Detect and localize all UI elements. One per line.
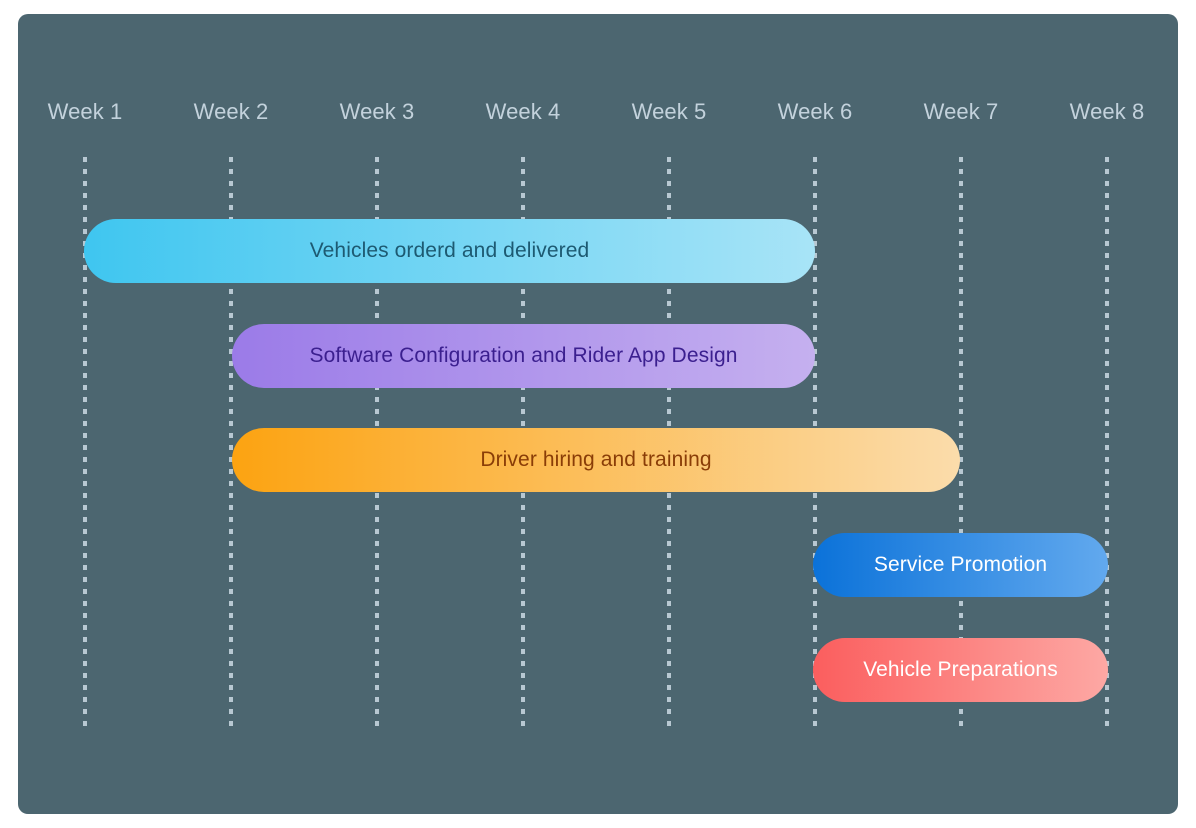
week-label-2: Week 2 <box>193 99 269 124</box>
week-label-6: Week 6 <box>777 99 853 124</box>
task-bar-label: Driver hiring and training <box>480 448 712 471</box>
task-bar[interactable]: Vehicles orderd and delivered <box>84 219 815 283</box>
gridline-week-7 <box>959 157 963 730</box>
task-bar[interactable]: Software Configuration and Rider App Des… <box>232 324 815 388</box>
gridline-week-1 <box>83 157 87 730</box>
gridline-week-8 <box>1105 157 1109 730</box>
task-bar[interactable]: Driver hiring and training <box>232 428 960 492</box>
task-bar-label: Vehicle Preparations <box>863 658 1058 681</box>
week-label-4: Week 4 <box>485 99 561 124</box>
week-label-5: Week 5 <box>631 99 707 124</box>
task-bar-label: Service Promotion <box>873 553 1048 576</box>
week-label-7: Week 7 <box>923 99 999 124</box>
week-label-1: Week 1 <box>47 99 123 124</box>
gantt-plot-area: Week 1 Week 2 Week 3 Week 4 Week 5 Week 6 Week… <box>18 14 1178 814</box>
task-bar[interactable]: Service Promotion <box>813 533 1108 597</box>
task-bar[interactable]: Vehicle Preparations <box>813 638 1108 702</box>
gantt-chart: Week 1 Week 2 Week 3 Week 4 Week 5 Week 6 Week… <box>18 14 1178 814</box>
task-bar-label: Vehicles orderd and delivered <box>309 239 590 262</box>
task-bar-label: Software Configuration and Rider App Des… <box>309 344 738 367</box>
week-label-8: Week 8 <box>1069 99 1145 124</box>
gridline-week-2 <box>229 157 233 730</box>
week-label-3: Week 3 <box>339 99 415 124</box>
